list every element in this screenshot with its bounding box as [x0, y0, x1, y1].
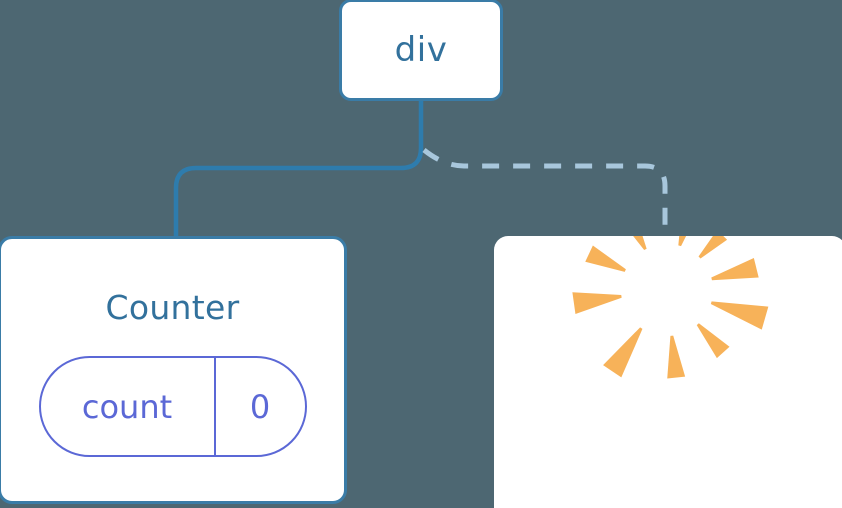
prop-value-count: 0 [249, 387, 271, 426]
sparkle-ray-6 [667, 335, 686, 379]
sparkle-ray-5 [696, 323, 730, 359]
sparkle-ray-8 [572, 292, 622, 314]
node-div[interactable]: div [339, 0, 503, 101]
connector-root-to-counter [173, 98, 424, 243]
sparkle-ray-1 [678, 236, 687, 247]
sparkle-burst-icon [572, 236, 769, 379]
sparkle-ray-7 [603, 327, 643, 378]
sparkle-ray-10 [633, 236, 647, 251]
prop-name-count: count [41, 358, 216, 455]
sparkle-ray-3 [711, 258, 759, 281]
node-counter-label: Counter [105, 288, 240, 327]
connector-root-to-sparkle [422, 148, 668, 240]
node-counter[interactable]: Counter count 0 [0, 236, 347, 504]
sparkle-ray-4 [710, 301, 769, 330]
sparkle-ray-9 [585, 245, 626, 272]
node-sparkle[interactable] [494, 236, 842, 508]
sparkle-ray-2 [698, 236, 728, 259]
prop-pill-count[interactable]: count 0 [38, 356, 307, 457]
node-div-label: div [394, 30, 448, 70]
